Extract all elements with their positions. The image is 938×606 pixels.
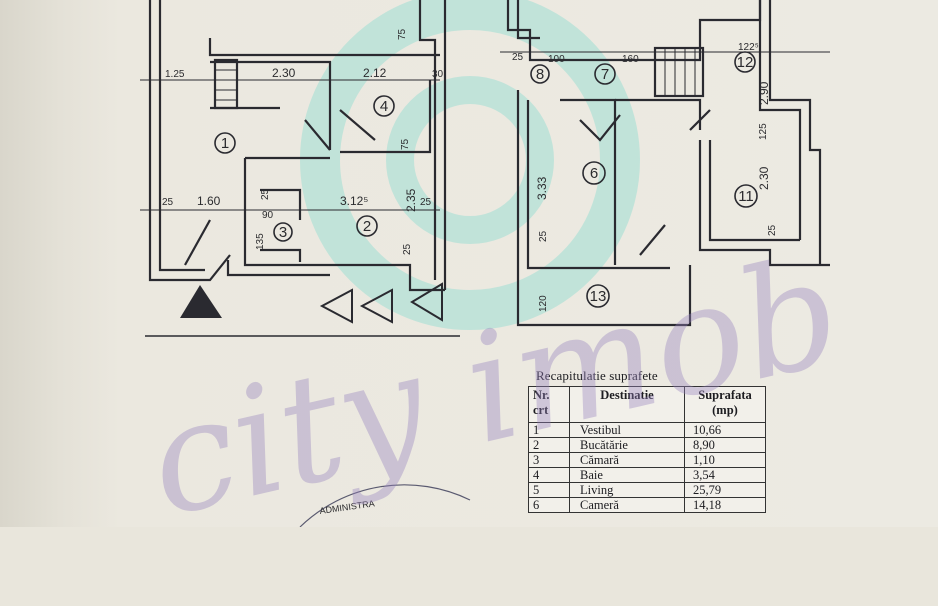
cell-surface: 10,66 [684, 422, 766, 438]
room-number: 1 [221, 135, 229, 152]
cell-destination: Cameră [569, 497, 685, 513]
cell-surface: 1,10 [684, 452, 766, 468]
room-number: 3 [279, 224, 287, 241]
table-header-row: Nr. crt Destinatie Suprafata (mp) [528, 386, 766, 423]
dim-label: 25 [402, 243, 413, 255]
dim-label: 2.90 [757, 81, 771, 105]
dim-label: 1.25 [165, 69, 185, 80]
room-number: 2 [363, 218, 371, 235]
dim-label: 90 [262, 210, 274, 221]
cell-surface: 8,90 [684, 437, 766, 453]
dim-label: 25 [420, 197, 432, 208]
cell-nr: 5 [528, 482, 570, 498]
floor-plan: 1.25 2.30 2.12 30 25 1.60 3.12⁵ 2.35 25 … [140, 0, 830, 527]
stamp: ADMINISTRA [299, 484, 471, 527]
room-number: 8 [536, 66, 544, 83]
cell-destination: Bucătărie [569, 437, 685, 453]
cell-surface: 14,18 [684, 497, 766, 513]
stamp-text: ADMINISTRA [319, 498, 375, 516]
surface-summary: Recapitulatie suprafete Nr. crt Destinat… [528, 368, 938, 513]
arrow-markers [180, 282, 443, 324]
dim-label: 120 [538, 295, 549, 312]
room-number: 12 [737, 54, 754, 71]
cell-nr: 2 [528, 437, 570, 453]
dim-label: 25 [162, 197, 174, 208]
dim-label: 122⁵ [738, 42, 759, 53]
dim-label: 2.12 [363, 66, 387, 80]
room-numbers: 1 2 3 4 6 7 8 11 12 13 [221, 54, 754, 305]
dim-label: 160 [622, 54, 639, 65]
dim-label: 75 [397, 28, 408, 40]
dim-label: 100 [548, 54, 565, 65]
cell-surface: 25,79 [684, 482, 766, 498]
wall-lines [140, 0, 830, 337]
dim-label: 125 [758, 123, 769, 140]
cell-destination: Vestibul [569, 422, 685, 438]
cell-surface: 3,54 [684, 467, 766, 483]
table-row: 3 Cămară 1,10 [528, 452, 766, 468]
surface-table: Nr. crt Destinatie Suprafata (mp) 1 Vest… [528, 386, 766, 513]
header-destination: Destinatie [569, 386, 685, 423]
cell-nr: 1 [528, 422, 570, 438]
cell-nr: 4 [528, 467, 570, 483]
cell-nr: 3 [528, 452, 570, 468]
header-surface: Suprafata (mp) [684, 386, 766, 423]
dim-label: 25 [512, 52, 524, 63]
dim-label: 2.30 [757, 166, 771, 190]
cell-nr: 6 [528, 497, 570, 513]
dimension-labels: 1.25 2.30 2.12 30 25 1.60 3.12⁵ 2.35 25 … [162, 28, 778, 312]
dim-label: 30 [432, 69, 444, 80]
dim-label: 3.12⁵ [340, 194, 368, 208]
room-number: 7 [601, 66, 609, 83]
table-title: Recapitulatie suprafete [536, 368, 658, 383]
room-number: 6 [590, 165, 598, 182]
document-sheet: 1.25 2.30 2.12 30 25 1.60 3.12⁵ 2.35 25 … [0, 0, 938, 551]
dim-label: 2.35 [404, 188, 418, 212]
cell-destination: Cămară [569, 452, 685, 468]
room-circles [214, 51, 758, 308]
dim-label: 135 [255, 233, 266, 250]
header-nr: Nr. crt [528, 386, 570, 423]
dim-label: 2.30 [272, 66, 296, 80]
dim-label: 3.33 [535, 176, 549, 200]
table-row: 4 Baie 3,54 [528, 467, 766, 483]
table-row: 5 Living 25,79 [528, 482, 766, 498]
dim-label: 1.60 [197, 194, 221, 208]
cell-destination: Living [569, 482, 685, 498]
dim-label: 25 [260, 188, 271, 200]
table-row: 1 Vestibul 10,66 [528, 422, 766, 438]
dim-label: 25 [767, 224, 778, 236]
table-row: 2 Bucătărie 8,90 [528, 437, 766, 453]
dim-label: 75 [400, 138, 411, 150]
room-number: 11 [738, 188, 754, 205]
room-number: 13 [590, 288, 607, 305]
cell-destination: Baie [569, 467, 685, 483]
room-number: 4 [380, 98, 388, 115]
watermark-swirl [300, 0, 640, 330]
dim-label: 25 [538, 230, 549, 242]
table-row: 6 Cameră 14,18 [528, 497, 766, 513]
